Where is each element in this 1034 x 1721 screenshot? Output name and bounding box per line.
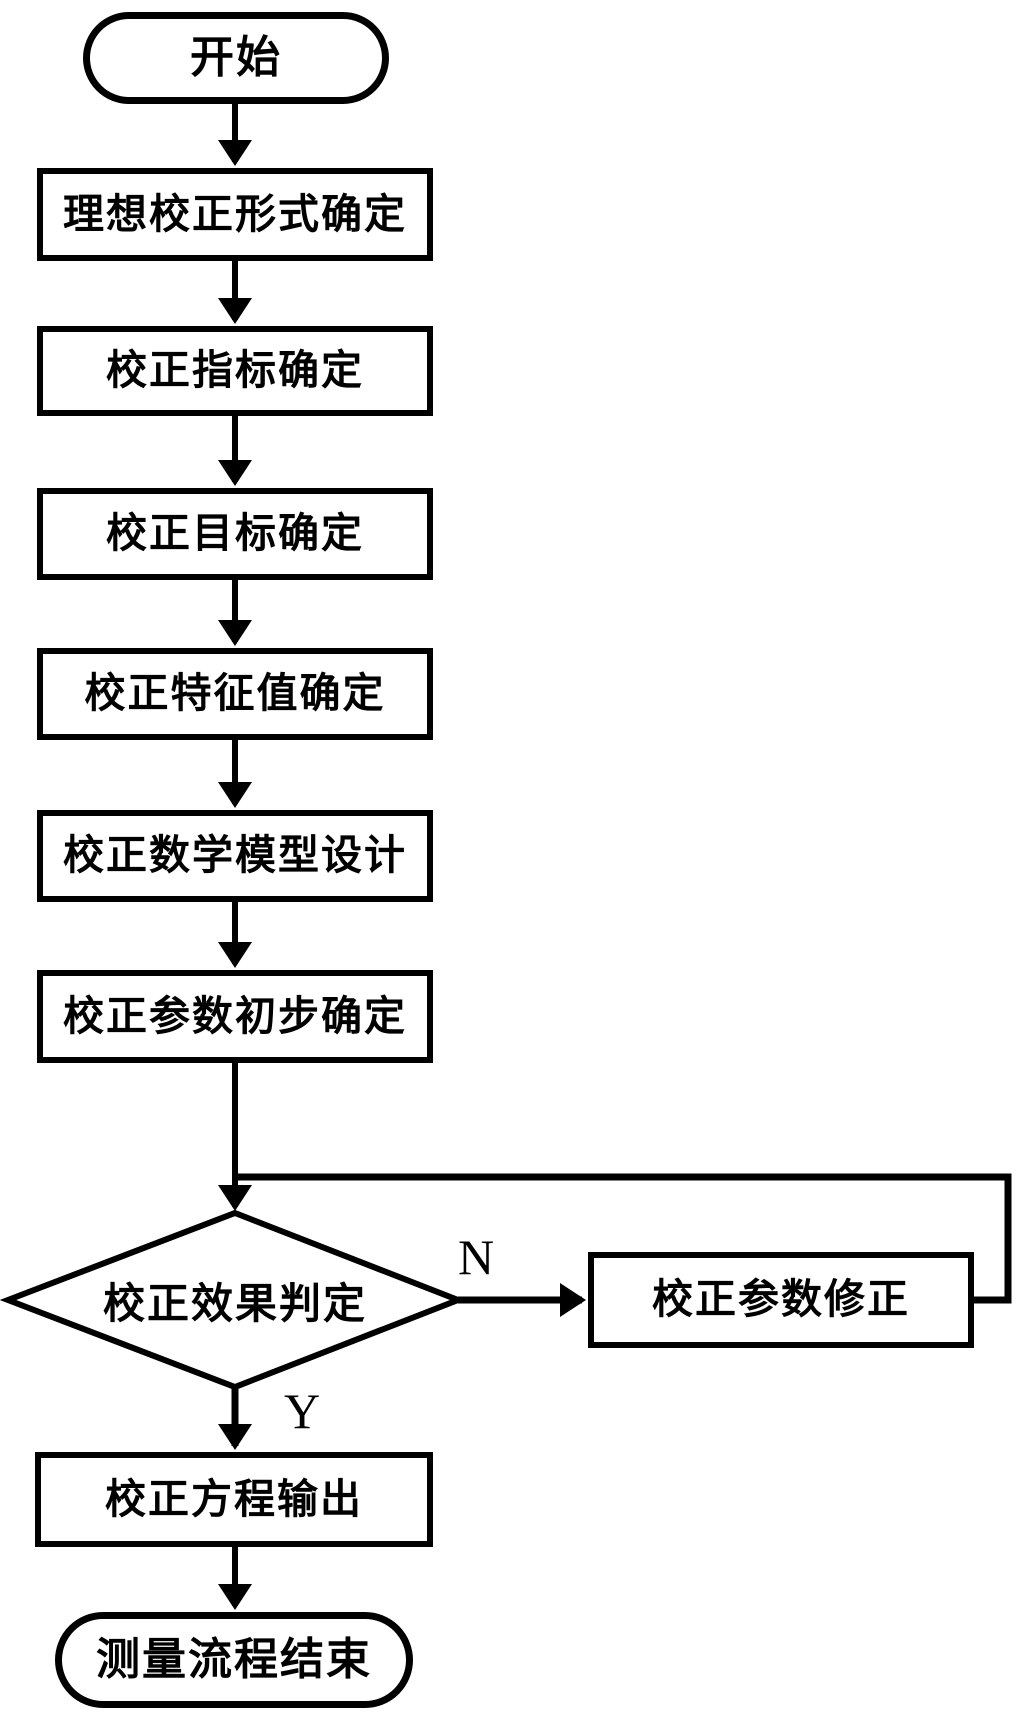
node-start-label: 开始 [190,31,282,83]
branch-label-no-text: N [457,1229,495,1285]
node-decision-label: 校正效果判定 [102,1278,367,1328]
node-start: 开始 [83,12,389,104]
node-correction-eigenvalue: 校正特征值确定 [37,648,433,740]
branch-label-yes-text: Y [283,1383,321,1439]
node-parameter-revise: 校正参数修正 [588,1252,974,1348]
node-step1-label: 理想校正形式确定 [63,189,407,238]
node-step2-label: 校正指标确定 [106,346,364,395]
branch-label-no: N [446,1228,506,1286]
node-equation-output: 校正方程输出 [35,1452,433,1547]
node-decision-label-wrap: 校正效果判定 [35,1271,435,1329]
node-step6-label: 校正参数初步确定 [63,991,407,1040]
node-step7-label: 校正方程输出 [105,1474,363,1523]
node-ideal-correction-form: 理想校正形式确定 [37,168,433,261]
edge-revise-loopback [238,1173,1012,1304]
node-revise-label: 校正参数修正 [652,1275,910,1324]
node-correction-target: 校正目标确定 [37,488,433,580]
branch-label-yes: Y [272,1382,332,1440]
node-correction-index: 校正指标确定 [37,326,433,416]
node-step3-label: 校正目标确定 [106,509,364,558]
node-parameter-initial: 校正参数初步确定 [37,970,433,1063]
node-end: 测量流程结束 [55,1612,413,1708]
node-end-label: 测量流程结束 [96,1633,372,1685]
node-step5-label: 校正数学模型设计 [63,831,407,880]
node-math-model-design: 校正数学模型设计 [37,810,433,902]
node-step4-label: 校正特征值确定 [84,669,386,718]
